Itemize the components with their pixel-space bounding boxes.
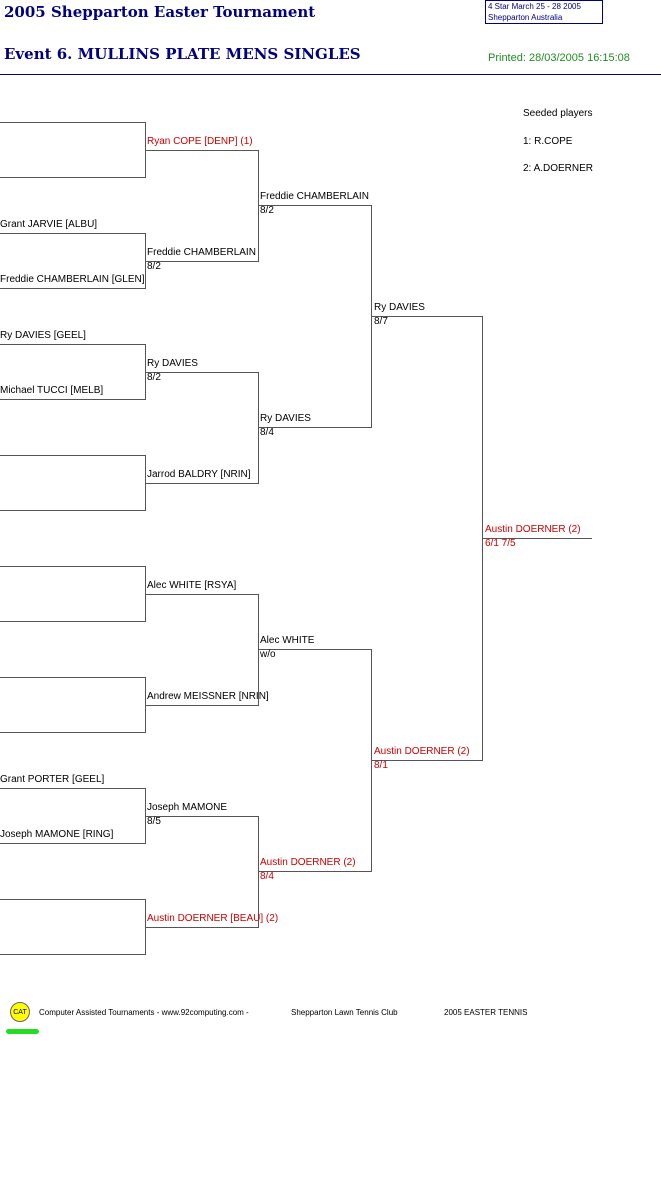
r1-line-12 xyxy=(0,732,146,733)
r4-score-1: 8/7 xyxy=(374,316,388,327)
r2-vert-1 xyxy=(258,150,259,262)
r2-line-1 xyxy=(145,150,259,151)
r4-winner-2: Austin DOERNER (2) xyxy=(374,746,470,757)
r4-winner-1: Ry DAVIES xyxy=(374,302,425,313)
r1-player-6: Michael TUCCI [MELB] xyxy=(0,385,104,396)
r3-line-4 xyxy=(258,871,372,872)
r2-winner-7: Joseph MAMONE xyxy=(147,802,228,813)
cat-logo-underline xyxy=(6,1029,39,1034)
r3-winner-1: Freddie CHAMBERLAIN xyxy=(260,191,369,202)
r3-score-1: 8/2 xyxy=(260,205,274,216)
r1-line-14 xyxy=(0,843,146,844)
r3-score-2: 8/4 xyxy=(260,427,274,438)
champion-name: Austin DOERNER (2) xyxy=(485,524,581,535)
r1-line-8 xyxy=(0,510,146,511)
r1-line-7 xyxy=(0,455,146,456)
r2-winner-8: Austin DOERNER [BEAU] (2) xyxy=(147,913,279,924)
r1-line-3 xyxy=(0,233,146,234)
r1-player-14: Joseph MAMONE [RING] xyxy=(0,829,114,840)
r3-winner-2: Ry DAVIES xyxy=(260,413,311,424)
footer-tag: 2005 EASTER TENNIS xyxy=(444,1008,528,1017)
tournament-info-box: 4 Star March 25 - 28 2005 Shepparton Aus… xyxy=(485,0,603,24)
r1-line-13 xyxy=(0,788,146,789)
r2-line-6 xyxy=(145,705,259,706)
printed-timestamp: Printed: 28/03/2005 16:15:08 xyxy=(488,52,630,64)
r3-score-4: 8/4 xyxy=(260,871,274,882)
r3-line-2 xyxy=(258,427,372,428)
r1-player-4: Freddie CHAMBERLAIN [GLEN] xyxy=(0,274,145,285)
r1-line-6 xyxy=(0,399,146,400)
r3-score-3: w/o xyxy=(260,649,276,660)
cat-logo-icon: CAT xyxy=(10,1002,30,1022)
r1-line-11 xyxy=(0,677,146,678)
footer-club: Shepparton Lawn Tennis Club xyxy=(291,1008,398,1017)
r1-line-10 xyxy=(0,621,146,622)
r2-line-4 xyxy=(145,483,259,484)
r3-line-3 xyxy=(258,649,372,650)
r1-line-4 xyxy=(0,288,146,289)
r1-line-5 xyxy=(0,344,146,345)
r1-line-2 xyxy=(0,177,146,178)
footer-credit: Computer Assisted Tournaments - www.92co… xyxy=(39,1008,249,1017)
r2-vert-2 xyxy=(258,372,259,484)
r1-player-5: Ry DAVIES [GEEL] xyxy=(0,330,86,341)
final-line xyxy=(482,538,592,539)
r1-player-13: Grant PORTER [GEEL] xyxy=(0,774,105,785)
r2-winner-2: Freddie CHAMBERLAIN xyxy=(147,247,256,258)
r2-winner-5: Alec WHITE [RSYA] xyxy=(147,580,237,591)
r2-line-2 xyxy=(145,261,259,262)
r2-line-7 xyxy=(145,816,259,817)
r1-line-15 xyxy=(0,899,146,900)
r1-line-1 xyxy=(0,122,146,123)
r1-line-16 xyxy=(0,954,146,955)
tournament-title: 2005 Shepparton Easter Tournament xyxy=(4,3,316,21)
r3-line-1 xyxy=(258,205,372,206)
r2-score-2: 8/2 xyxy=(147,261,161,272)
r2-score-7: 8/5 xyxy=(147,816,161,827)
r4-score-2: 8/1 xyxy=(374,760,388,771)
r2-vert-4 xyxy=(258,816,259,928)
event-title: Event 6. MULLINS PLATE MENS SINGLES xyxy=(4,45,361,63)
r2-winner-1: Ryan COPE [DENP] (1) xyxy=(147,136,253,147)
r3-winner-4: Austin DOERNER (2) xyxy=(260,857,356,868)
r3-winner-3: Alec WHITE xyxy=(260,635,315,646)
r2-line-5 xyxy=(145,594,259,595)
r2-line-8 xyxy=(145,927,259,928)
info-line-1: 4 Star March 25 - 28 2005 xyxy=(488,2,581,11)
r4-line-1 xyxy=(371,316,483,317)
r2-winner-3: Ry DAVIES xyxy=(147,358,198,369)
seed-1: 1: R.COPE xyxy=(523,136,573,147)
r2-winner-6: Andrew MEISSNER [NRIN] xyxy=(147,691,269,702)
seeded-heading: Seeded players xyxy=(523,108,593,119)
r2-line-3 xyxy=(145,372,259,373)
r1-player-3: Grant JARVIE [ALBU] xyxy=(0,219,98,230)
r2-score-3: 8/2 xyxy=(147,372,161,383)
info-line-2: Shepparton Australia xyxy=(488,13,563,22)
r2-winner-4: Jarrod BALDRY [NRIN] xyxy=(147,469,251,480)
seed-2: 2: A.DOERNER xyxy=(523,163,594,174)
r4-line-2 xyxy=(371,760,483,761)
header-divider xyxy=(0,74,661,75)
r1-line-9 xyxy=(0,566,146,567)
r2-vert-3 xyxy=(258,594,259,706)
final-score: 6/1 7/5 xyxy=(485,538,516,549)
